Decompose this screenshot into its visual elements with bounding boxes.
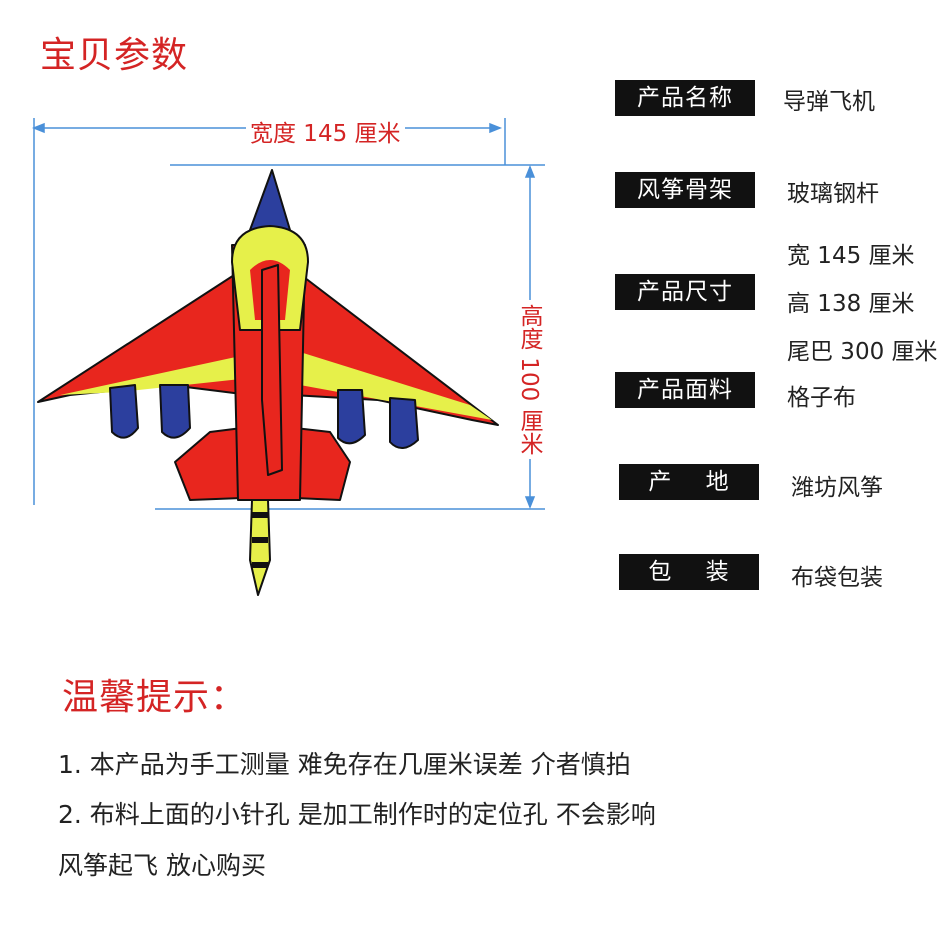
spec-value-width: 宽 145 厘米: [787, 243, 915, 269]
tips-title: 温馨提示：: [62, 677, 248, 718]
spec-key: 包 装: [619, 554, 759, 590]
width-dimension-label: 宽度 145 厘米: [246, 114, 405, 148]
spec-key: 产 地: [619, 464, 759, 500]
spec-value: 玻璃钢杆: [787, 181, 879, 207]
spec-value: 导弹飞机: [783, 89, 875, 115]
tips-line-1: 1. 本产品为手工测量 难免存在几厘米误差 介者慎拍: [58, 750, 631, 779]
spec-key: 风筝骨架: [615, 172, 755, 208]
spec-key: 产品面料: [615, 372, 755, 408]
spec-key: 产品名称: [615, 80, 755, 116]
spec-value-height: 高 138 厘米: [787, 291, 915, 317]
spec-value: 潍坊风筝: [791, 475, 883, 501]
height-dimension-label: 高度 100 厘米: [512, 300, 546, 459]
tips-line-2: 2. 布料上面的小针孔 是加工制作时的定位孔 不会影响: [58, 800, 656, 829]
kite-drawing: [37, 169, 499, 596]
spec-value-tail: 尾巴 300 厘米: [787, 339, 938, 365]
spec-value: 布袋包装: [791, 565, 883, 591]
spec-key: 产品尺寸: [615, 274, 755, 310]
spec-value: 格子布: [787, 385, 856, 411]
tips-line-3: 风筝起飞 放心购买: [58, 851, 266, 880]
page-title: 宝贝参数: [40, 35, 189, 76]
